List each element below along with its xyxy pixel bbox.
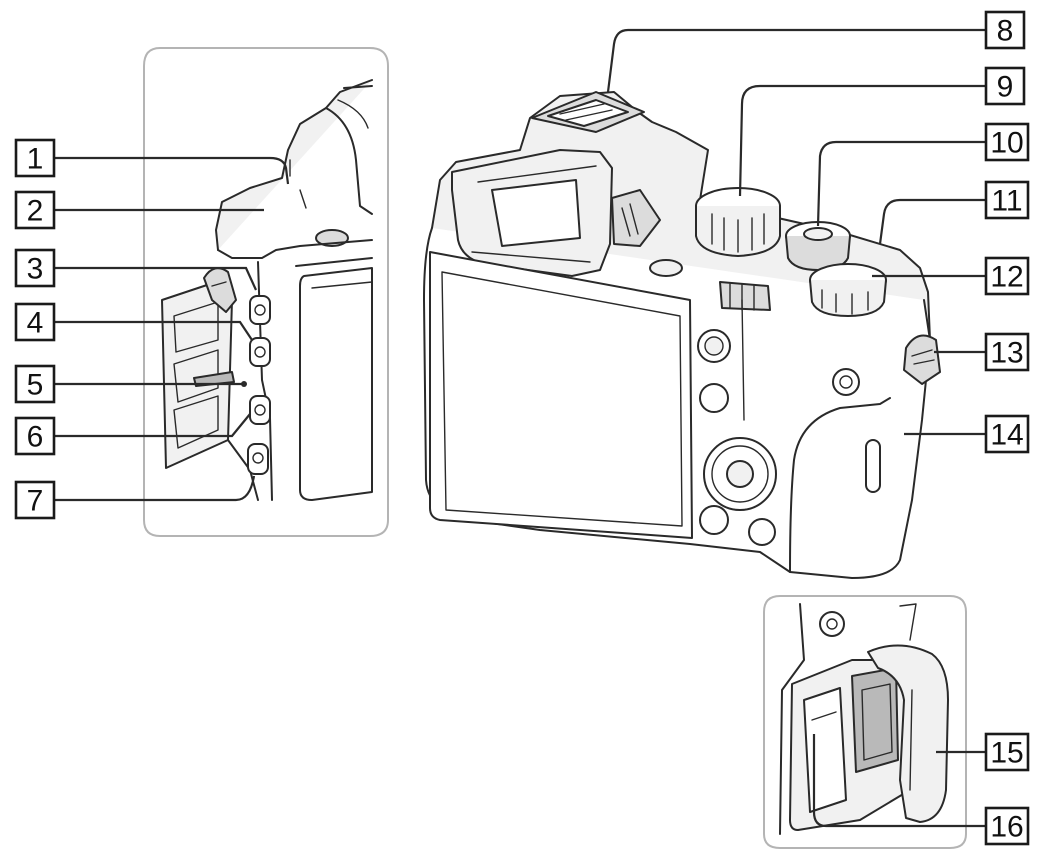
- callout-9-number: 9: [997, 71, 1014, 104]
- callout-15-number: 15: [990, 737, 1023, 770]
- callout-15: 15: [984, 732, 1030, 772]
- callout-13-number: 13: [990, 337, 1023, 370]
- leader-4: [54, 320, 253, 341]
- callout-2-number: 2: [27, 195, 44, 228]
- callout-2: 2: [14, 190, 56, 230]
- callout-11: 11: [984, 180, 1030, 220]
- card-slot-inset: [763, 595, 967, 849]
- callout-3: 3: [14, 248, 56, 288]
- callout-8: 8: [984, 10, 1026, 50]
- callout-9: 9: [984, 66, 1026, 106]
- leader-6: [54, 413, 251, 438]
- callout-11-number: 11: [991, 185, 1022, 218]
- callout-16: 16: [984, 806, 1030, 846]
- leader-10: [816, 140, 986, 227]
- callout-14: 14: [984, 414, 1030, 454]
- leader-lines: [54, 28, 986, 828]
- leader-16: [812, 734, 986, 828]
- callout-16-number: 16: [990, 811, 1023, 844]
- callout-5-number: 5: [27, 369, 44, 402]
- callout-7: 7: [14, 480, 56, 520]
- callout-5: 5: [14, 364, 56, 404]
- callout-6-number: 6: [27, 421, 44, 454]
- leader-3: [54, 266, 258, 291]
- callout-13: 13: [984, 332, 1030, 372]
- callout-10-number: 10: [990, 127, 1023, 160]
- leader-11: [878, 198, 986, 245]
- camera-body: [423, 91, 941, 579]
- callout-4-number: 4: [27, 307, 44, 340]
- callout-12: 12: [984, 256, 1030, 296]
- callout-14-number: 14: [990, 419, 1023, 452]
- callout-3-number: 3: [27, 253, 44, 286]
- leader-9: [738, 84, 986, 197]
- side-terminals-inset: [143, 47, 389, 537]
- callout-1-number: 1: [27, 143, 44, 176]
- callout-8-number: 8: [997, 15, 1014, 48]
- leader-7: [54, 475, 256, 502]
- callout-4: 4: [14, 302, 56, 342]
- leader-1: [54, 156, 290, 185]
- callout-10: 10: [984, 122, 1030, 162]
- callout-7-number: 7: [27, 485, 44, 518]
- callout-12-number: 12: [990, 261, 1023, 294]
- leader-8: [606, 28, 986, 93]
- callout-6: 6: [14, 416, 56, 456]
- callout-1: 1: [14, 138, 56, 178]
